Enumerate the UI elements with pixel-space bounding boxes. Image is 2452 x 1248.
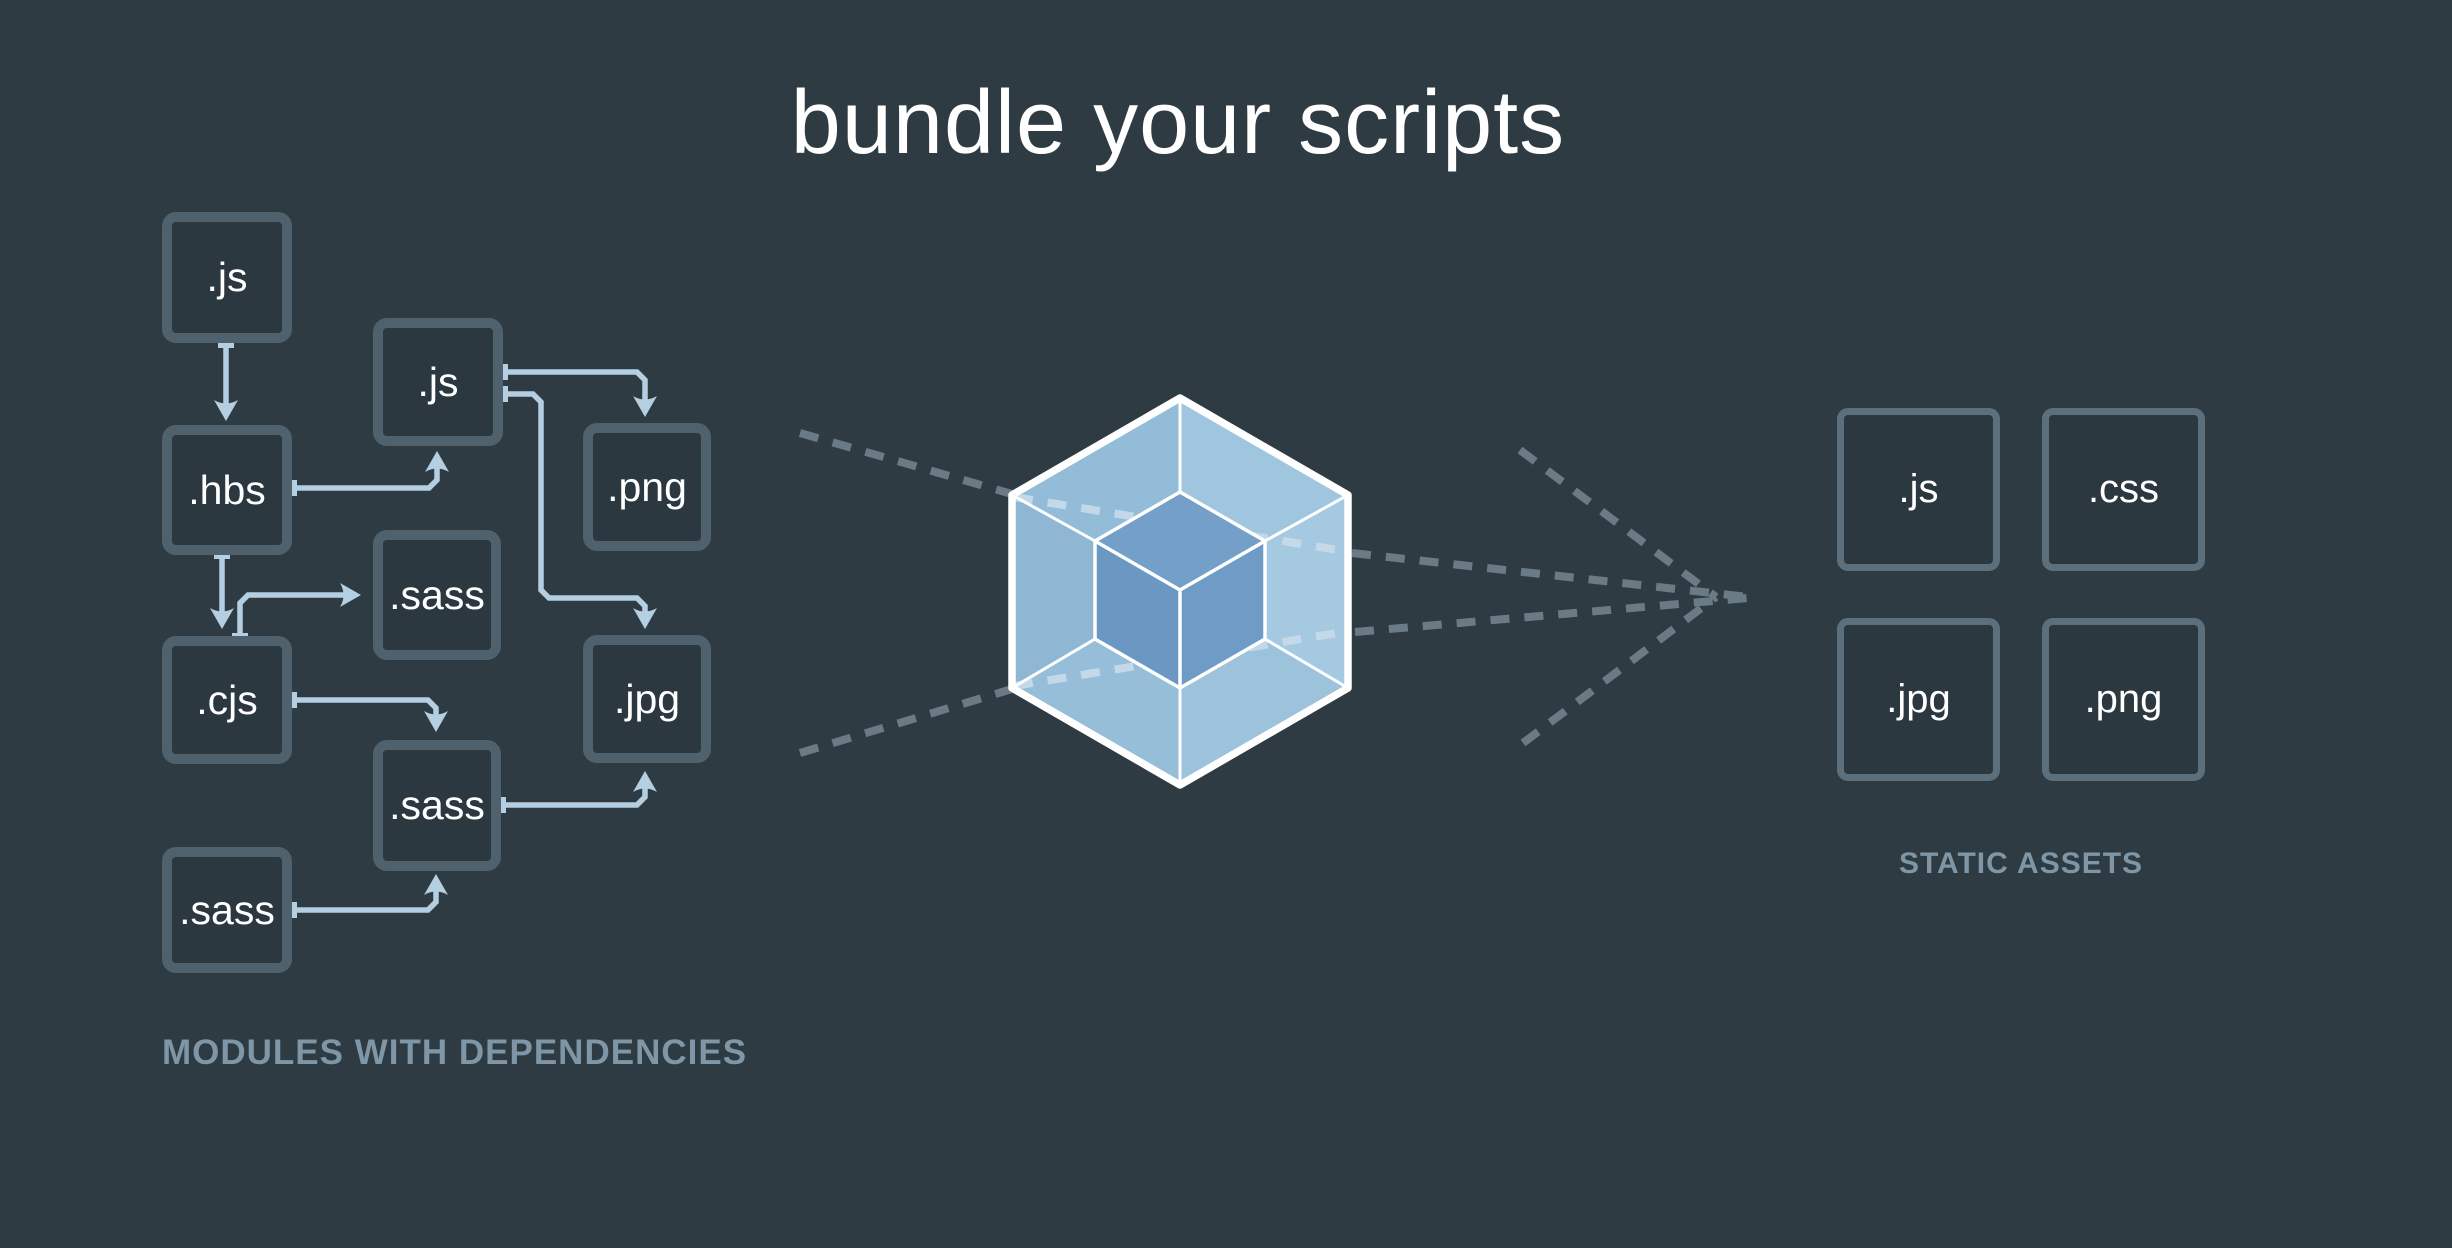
module-box-cjs: .cjs <box>162 636 292 764</box>
page-title: bundle your scripts <box>790 73 1566 173</box>
arrowheads <box>210 396 657 895</box>
module-box-label: .sass <box>389 571 485 618</box>
module-box-js-2: .js <box>373 318 503 446</box>
module-box-png: .png <box>583 423 711 551</box>
module-box-label: .cjs <box>196 676 258 723</box>
asset-box-label: .css <box>2087 467 2160 511</box>
dashed-flow-lines <box>798 429 1749 757</box>
webpack-logo-icon <box>1008 394 1352 789</box>
dependency-arrows <box>210 342 657 918</box>
module-box-hbs: .hbs <box>162 425 292 555</box>
asset-box-css: .css <box>2042 408 2205 571</box>
module-box-label: .sass <box>179 886 275 933</box>
module-box-label: .hbs <box>188 466 266 513</box>
assets-caption: STATIC ASSETS <box>1898 847 2144 880</box>
module-box-js: .js <box>162 212 292 343</box>
module-box-sass-center: .sass <box>373 740 501 871</box>
asset-box-jpg: .jpg <box>1837 618 2000 781</box>
module-box-jpg: .jpg <box>583 635 711 763</box>
asset-box-label: .jpg <box>1886 677 1951 721</box>
module-box-label: .png <box>607 463 687 510</box>
asset-box-png: .png <box>2042 618 2205 781</box>
asset-box-js: .js <box>1837 408 2000 571</box>
modules-caption: MODULES WITH DEPENDENCIES <box>162 1033 748 1072</box>
asset-box-label: .png <box>2084 677 2163 721</box>
module-box-label: .sass <box>389 782 485 828</box>
module-box-label: .jpg <box>613 675 681 722</box>
module-box-sass-mid: .sass <box>373 530 501 660</box>
asset-box-label: .js <box>1898 467 1939 511</box>
module-box-label: .js <box>417 358 459 405</box>
module-box-label: .js <box>206 254 248 300</box>
module-box-sass-bottom: .sass <box>162 847 292 973</box>
